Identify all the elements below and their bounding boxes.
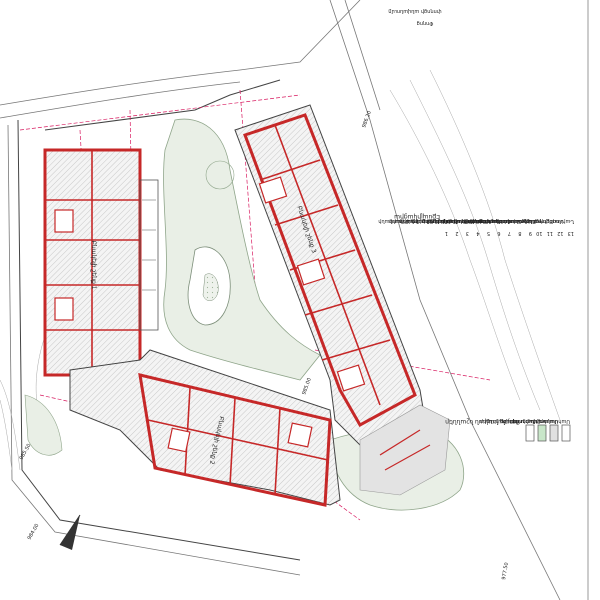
legend-swatch xyxy=(537,424,547,442)
svg-text:986.20: 986.20 xyxy=(361,110,373,128)
north-arrow xyxy=(59,514,81,550)
explication-item-text: Հանգստի գոտի xyxy=(469,218,511,224)
explication-item-number: 5 xyxy=(487,230,490,236)
building-3: Բնակելի շենք 3 xyxy=(234,104,426,446)
legend-label: Սահմանագիծ xyxy=(533,418,570,424)
explication-item-text: Ստորգետնյա ավտոկայանատեղի xyxy=(463,218,553,224)
explication-item-number: 4 xyxy=(476,230,479,236)
explication-item-text: Մանկական խաղահրապարակ xyxy=(407,218,490,224)
explication-item-number: 13 xyxy=(568,230,574,236)
explication-item-number: 6 xyxy=(497,230,500,236)
legend-label: Սալարկված տարածք xyxy=(500,418,558,424)
street-label: Փողոց փողոցի անվանումը xyxy=(388,8,441,26)
legend-title: Պայմանական նշաններ xyxy=(445,418,520,425)
explication-title: Էքսպլիկացիա xyxy=(394,213,440,220)
legend-swatch xyxy=(549,424,559,442)
explication-item-number: 10 xyxy=(536,230,542,236)
building-1-label: Բնակելի շենք 1 xyxy=(90,240,97,289)
svg-text:985.00: 985.00 xyxy=(301,377,313,395)
svg-text:Փողոց: Փողոց xyxy=(417,20,434,26)
explication-item-number: 2 xyxy=(455,230,458,236)
explication-item-number: 12 xyxy=(557,230,563,236)
svg-text:977.50: 977.50 xyxy=(501,562,510,580)
svg-text:984.00: 984.00 xyxy=(27,523,41,541)
legend-label: Նախագծվող շենքեր xyxy=(480,418,534,424)
svg-text:985.50: 985.50 xyxy=(19,443,33,461)
explication-item-number: 3 xyxy=(466,230,469,236)
explication-item-text: Բնակելի շենք, 9 հարկանի xyxy=(378,218,448,224)
building-1: Բնակելի շենք 1 xyxy=(43,148,159,377)
legend-swatch xyxy=(561,424,571,442)
explication: Էքսպլիկացիա 1 Բնակելի շենք, 9 հարկանի 2 Բնա… xyxy=(378,213,574,236)
explication-item-number: 11 xyxy=(547,230,553,236)
explication-item-text: Մուտքեր xyxy=(540,218,564,224)
explication-item-number: 1 xyxy=(445,230,448,236)
explication-item-number: 9 xyxy=(529,230,532,236)
explication-item-text: Ավտոկայանատեղի xyxy=(428,218,480,224)
explication-item-text: Բնակելի շենք, 9 հարկանի xyxy=(389,218,459,224)
roads xyxy=(0,0,561,600)
paved-plaza xyxy=(359,404,451,496)
explication-item-number: 7 xyxy=(508,230,511,236)
explication-item-text: Բնակելի շենք, 9 հարկանի xyxy=(399,218,469,224)
explication-item-text: Աղբամաններ xyxy=(496,218,532,224)
explication-item-text: Սպորտային հրապարակ xyxy=(434,218,500,224)
legend-label: Կանաչ գոտի xyxy=(511,418,546,424)
legend: Պայմանական նշաններ Նախագծվող շենքերԿանաչ… xyxy=(445,418,571,442)
building-2: Բնակելի շենք 2 xyxy=(69,349,341,507)
explication-item-text: Կանաչապատ տարածք xyxy=(479,218,543,224)
explication-item-text: Տնտեսական հրապարակ xyxy=(454,218,522,224)
explication-item-text: Նախագծվող շենքեր xyxy=(520,218,574,224)
explication-item-number: 8 xyxy=(518,230,521,236)
legend-swatch xyxy=(525,424,535,442)
svg-text:փողոցի անվանումը: փողոցի անվանումը xyxy=(388,8,441,14)
